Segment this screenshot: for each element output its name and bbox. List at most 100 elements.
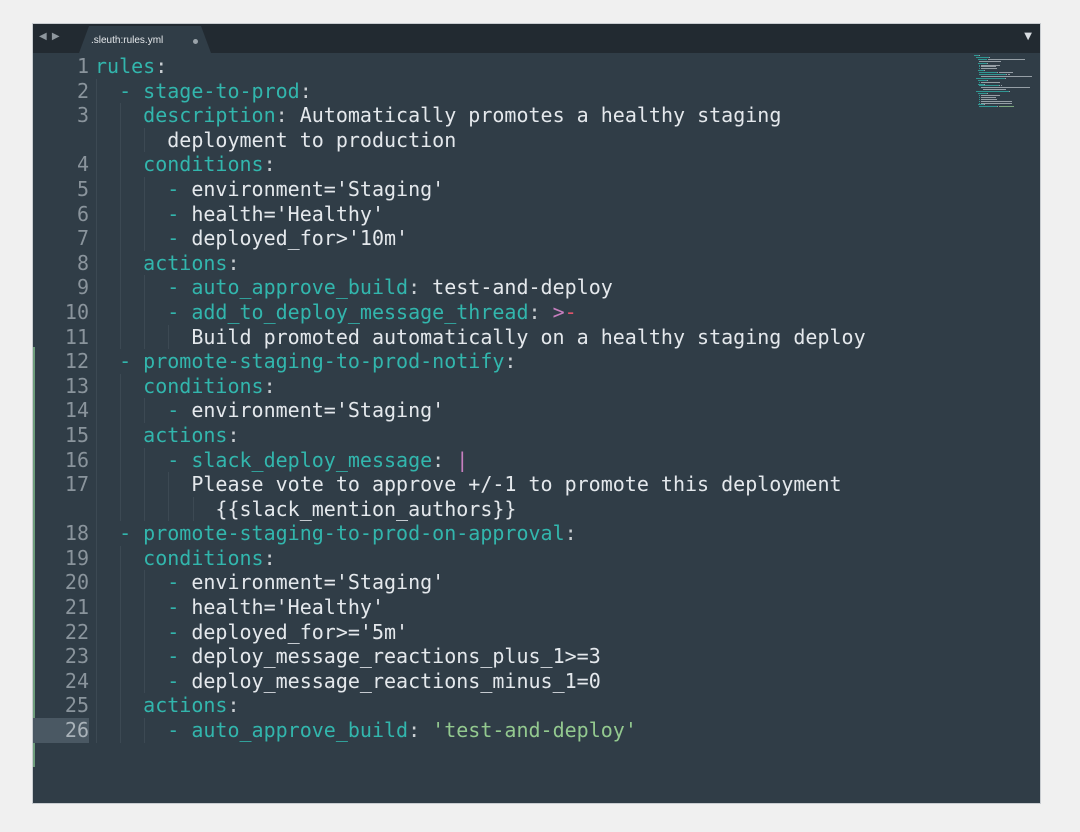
code-token: : xyxy=(263,373,276,398)
code-line[interactable]: 24 - deploy_message_reactions_minus_1=0 xyxy=(33,668,970,694)
indent-guide xyxy=(168,324,170,350)
indent-guide xyxy=(96,545,98,571)
code-line[interactable]: 22 - deployed_for>='5m' xyxy=(33,619,970,645)
code-line[interactable]: 3 description: Automatically promotes a … xyxy=(33,103,970,128)
line-number: 16 xyxy=(64,447,89,472)
minimap-line xyxy=(981,100,1012,102)
minimap-line xyxy=(981,66,996,68)
code-text: - deploy_message_reactions_minus_1=0 xyxy=(95,669,600,694)
minimap-line xyxy=(983,70,985,72)
minimap-line xyxy=(975,56,990,58)
code-line[interactable]: 10 - add_to_deploy_message_thread: >- xyxy=(33,299,970,325)
tab-menu-chevron-down-icon[interactable]: ▼ xyxy=(1024,31,1032,42)
yaml-key: - auto_approve_build xyxy=(167,275,409,300)
code-line[interactable]: 23 - deploy_message_reactions_plus_1>=3 xyxy=(33,644,970,669)
code-line[interactable]: 18 - promote-staging-to-prod-on-approval… xyxy=(33,521,970,546)
indent-guide xyxy=(96,250,98,276)
minimap-line xyxy=(977,79,987,81)
line-number: 11 xyxy=(64,324,89,349)
code-line[interactable]: 21 - health='Healthy' xyxy=(33,595,970,620)
yaml-key: actions xyxy=(143,250,228,275)
indent-guide xyxy=(144,570,146,596)
line-number: 9 xyxy=(76,275,89,300)
code-token: health='Healthy' xyxy=(179,595,384,620)
minimap-line xyxy=(987,58,989,60)
code-line[interactable]: 6 - health='Healthy' xyxy=(33,201,970,227)
code-line[interactable]: deployment to production xyxy=(33,127,970,153)
code-line[interactable]: 26 - auto_approve_build: 'test-and-deplo… xyxy=(33,718,970,743)
code-line[interactable]: 12 - promote-staging-to-prod-notify: xyxy=(33,349,970,374)
code-line[interactable]: 17 Please vote to approve +/-1 to promot… xyxy=(33,472,970,497)
yaml-key: description xyxy=(143,103,276,128)
code-line[interactable]: 19 conditions: xyxy=(33,545,970,571)
indent-guide xyxy=(120,152,122,177)
indent-guide xyxy=(168,472,170,497)
minimap[interactable] xyxy=(974,55,1034,108)
code-line[interactable]: 25 actions: xyxy=(33,693,970,719)
yaml-key: - xyxy=(167,226,180,251)
code-text: - auto_approve_build: 'test-and-deploy' xyxy=(95,718,637,743)
line-number: 4 xyxy=(76,152,89,177)
minimap-line xyxy=(979,66,981,68)
indent-guide xyxy=(120,472,122,497)
indent-guide xyxy=(96,373,98,399)
code-text: - add_to_deploy_message_thread: >- xyxy=(95,300,576,325)
code-text: description: Automatically promotes a he… xyxy=(95,103,781,128)
yaml-key: - xyxy=(167,619,180,644)
minimap-line xyxy=(979,81,981,83)
code-line[interactable]: 2 - stage-to-prod: xyxy=(33,78,970,104)
indent-guide xyxy=(144,176,146,202)
tab-nav-arrows-icon[interactable]: ◀ ▶ xyxy=(39,31,61,42)
code-line[interactable]: 8 actions: xyxy=(33,250,970,276)
code-token xyxy=(95,152,143,176)
code-token: environment='Staging' xyxy=(179,570,445,595)
code-token: : xyxy=(263,152,276,177)
indent-guide xyxy=(120,668,122,694)
indent-guide xyxy=(120,127,122,153)
indent-guide xyxy=(96,275,98,300)
indent-guide xyxy=(144,324,146,350)
minimap-line xyxy=(999,106,1015,108)
minimap-line xyxy=(975,91,1010,93)
line-number: 3 xyxy=(76,103,89,128)
indent-guide xyxy=(144,595,146,620)
line-number: 26 xyxy=(33,718,89,743)
code-token: deployed_for>='5m' xyxy=(179,619,409,644)
minimap-line xyxy=(977,58,988,60)
code-line[interactable]: 9 - auto_approve_build: test-and-deploy xyxy=(33,275,970,300)
yaml-key: - stage-to-prod xyxy=(119,78,300,103)
minimap-line xyxy=(981,87,1030,89)
minimap-line xyxy=(1009,91,1011,93)
unsaved-dot-icon[interactable] xyxy=(193,39,198,44)
code-line[interactable]: 13 conditions: xyxy=(33,373,970,399)
indent-guide xyxy=(120,176,122,202)
code-line[interactable]: 15 actions: xyxy=(33,422,970,448)
code-line[interactable]: 11 Build promoted automatically on a hea… xyxy=(33,324,970,350)
code-line[interactable]: 4 conditions: xyxy=(33,152,970,177)
code-text: - environment='Staging' xyxy=(95,177,444,202)
tab-rules-yml[interactable]: .sleuth:rules.yml xyxy=(79,26,211,53)
code-text: - environment='Staging' xyxy=(95,398,444,423)
code-line[interactable]: {{slack_mention_authors}} xyxy=(33,496,970,522)
code-line[interactable]: 16 - slack_deploy_message: | xyxy=(33,447,970,473)
indent-guide xyxy=(144,668,146,694)
code-line[interactable]: 5 - environment='Staging' xyxy=(33,176,970,202)
indent-guide xyxy=(120,373,122,399)
indent-guide xyxy=(168,496,170,522)
indent-guide xyxy=(96,299,98,325)
code-text: conditions: xyxy=(95,152,276,177)
code-token xyxy=(95,570,167,594)
code-line[interactable]: 14 - environment='Staging' xyxy=(33,398,970,423)
code-token: : xyxy=(299,78,312,103)
code-line[interactable]: 20 - environment='Staging' xyxy=(33,570,970,596)
indent-guide xyxy=(120,570,122,596)
indent-guide xyxy=(144,447,146,473)
code-token: Build promoted automatically on a health… xyxy=(95,324,866,349)
code-line[interactable]: 7 - deployed_for>'10m' xyxy=(33,226,970,251)
code-text: - promote-staging-to-prod-on-approval: xyxy=(95,521,577,546)
line-number: 5 xyxy=(76,176,89,201)
